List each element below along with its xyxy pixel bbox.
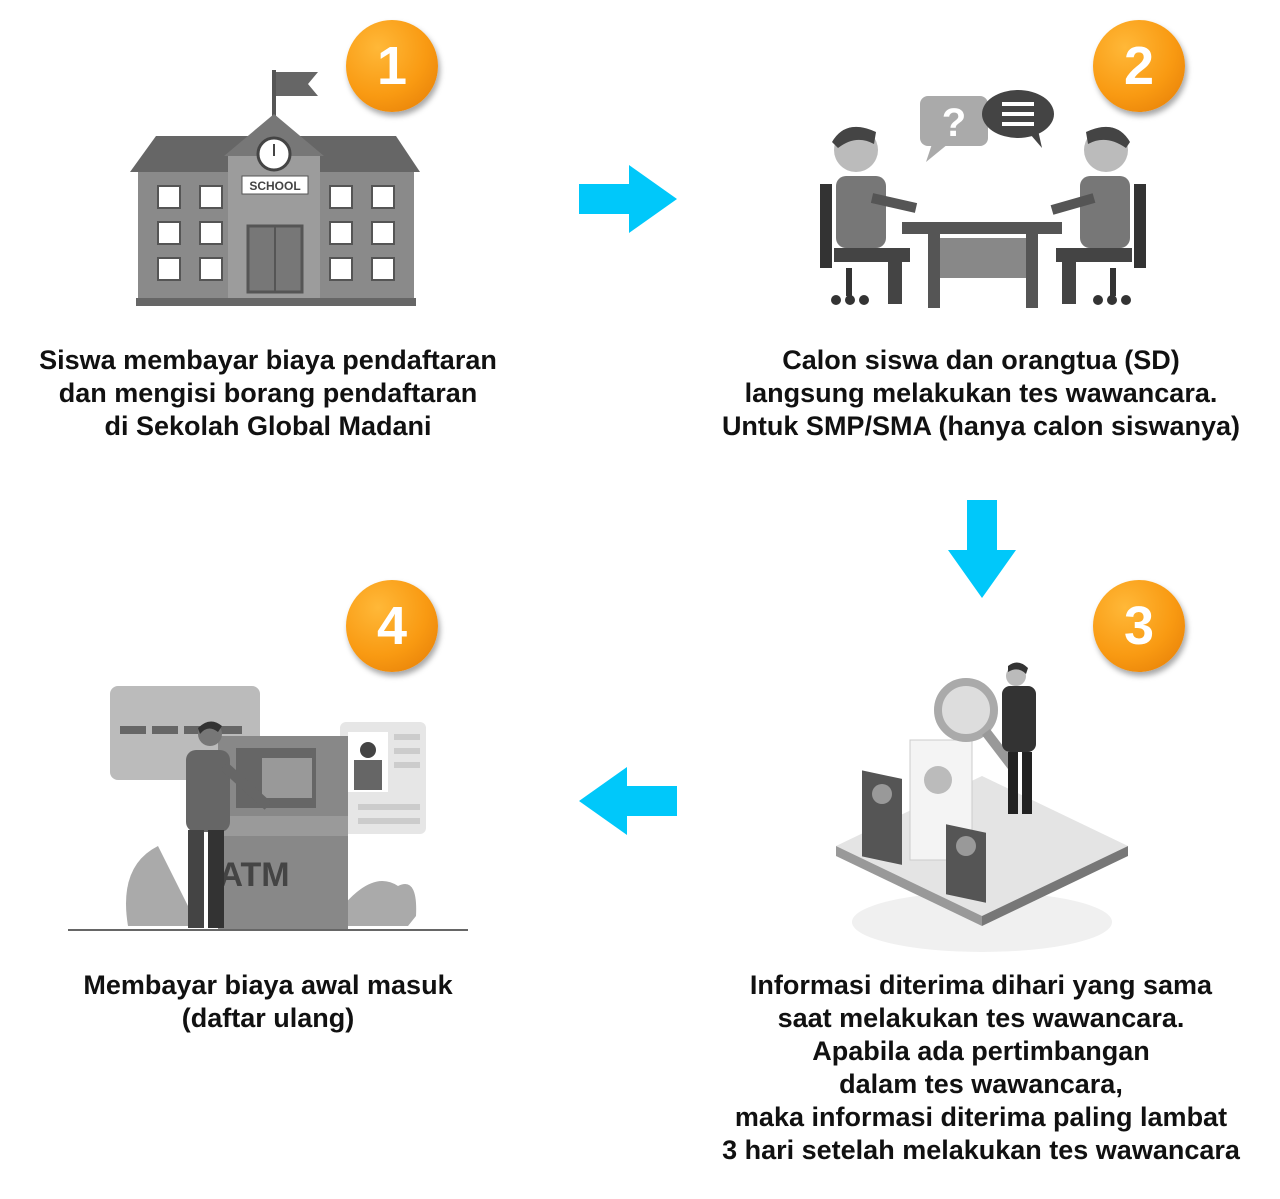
caption-line: langsung melakukan tes wawancara. <box>744 378 1218 408</box>
step-1-badge: 1 <box>346 20 438 112</box>
atm-sign: ATM <box>218 856 289 894</box>
step-2-caption: Calon siswa dan orangtua (SD) langsung m… <box>690 344 1272 443</box>
school-sign: SCHOOL <box>249 179 300 193</box>
step-2-badge: 2 <box>1093 20 1185 112</box>
arrow-left-icon <box>579 767 677 835</box>
step-3-badge: 3 <box>1093 580 1185 672</box>
interview-icon: ? <box>820 90 1146 308</box>
arrow-right-icon <box>579 165 677 233</box>
atm-payment-icon: ATM <box>68 686 468 931</box>
candidate-review-icon <box>836 662 1128 952</box>
question-bubble-text: ? <box>942 101 966 145</box>
caption-line: Untuk SMP/SMA (hanya calon siswanya) <box>721 411 1241 441</box>
caption-line: (daftar ulang) <box>181 1003 355 1033</box>
caption-line: maka informasi diterima paling lambat <box>734 1102 1228 1132</box>
caption-line: Apabila ada pertimbangan <box>812 1036 1150 1066</box>
caption-line: Siswa membayar biaya pendaftaran <box>39 345 497 375</box>
school-building-icon: SCHOOL <box>130 70 420 306</box>
caption-line: saat melakukan tes wawancara. <box>777 1003 1185 1033</box>
caption-line: dalam tes wawancara, <box>839 1069 1123 1099</box>
caption-line: 3 hari setelah melakukan tes wawancara <box>722 1135 1240 1165</box>
caption-line: Membayar biaya awal masuk <box>83 970 453 1000</box>
caption-line: Calon siswa dan orangtua (SD) <box>782 345 1180 375</box>
caption-line: dan mengisi borang pendaftaran <box>58 378 478 408</box>
caption-line: di Sekolah Global Madani <box>104 411 432 441</box>
step-3-caption: Informasi diterima dihari yang sama saat… <box>690 969 1272 1167</box>
arrow-down-icon <box>948 500 1016 598</box>
step-1-caption: Siswa membayar biaya pendaftaran dan men… <box>0 344 536 443</box>
step-4-caption: Membayar biaya awal masuk (daftar ulang) <box>0 969 536 1035</box>
step-4-badge: 4 <box>346 580 438 672</box>
caption-line: Informasi diterima dihari yang sama <box>749 970 1213 1000</box>
